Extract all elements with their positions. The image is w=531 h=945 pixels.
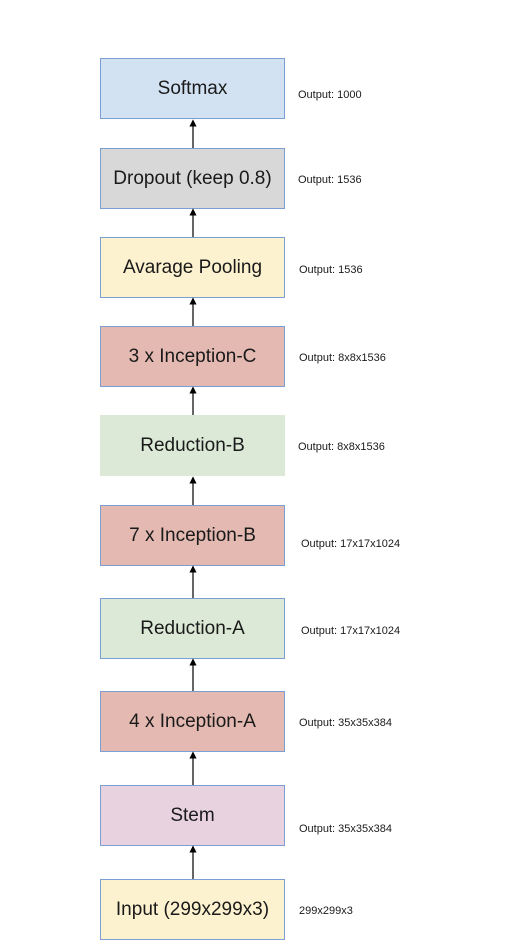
- output-dropout: Output: 1536: [298, 174, 362, 186]
- output-average-pooling: Output: 1536: [299, 264, 363, 276]
- block-input: Input (299x299x3): [100, 879, 285, 940]
- block-dropout: Dropout (keep 0.8): [100, 148, 285, 209]
- block-softmax: Softmax: [100, 58, 285, 119]
- block-average-pooling: Avarage Pooling: [100, 237, 285, 298]
- output-input: 299x299x3: [299, 905, 353, 917]
- block-reduction-a: Reduction-A: [100, 598, 285, 659]
- output-reduction-b: Output: 8x8x1536: [298, 441, 385, 453]
- block-inception-a: 4 x Inception-A: [100, 691, 285, 752]
- output-stem: Output: 35x35x384: [299, 823, 392, 835]
- output-inception-a: Output: 35x35x384: [299, 717, 392, 729]
- output-inception-c: Output: 8x8x1536: [299, 352, 386, 364]
- block-reduction-b: Reduction-B: [100, 415, 285, 476]
- block-inception-b: 7 x Inception-B: [100, 505, 285, 566]
- output-softmax: Output: 1000: [298, 89, 362, 101]
- output-reduction-a: Output: 17x17x1024: [301, 625, 401, 637]
- output-inception-b: Output: 17x17x1024: [301, 538, 401, 550]
